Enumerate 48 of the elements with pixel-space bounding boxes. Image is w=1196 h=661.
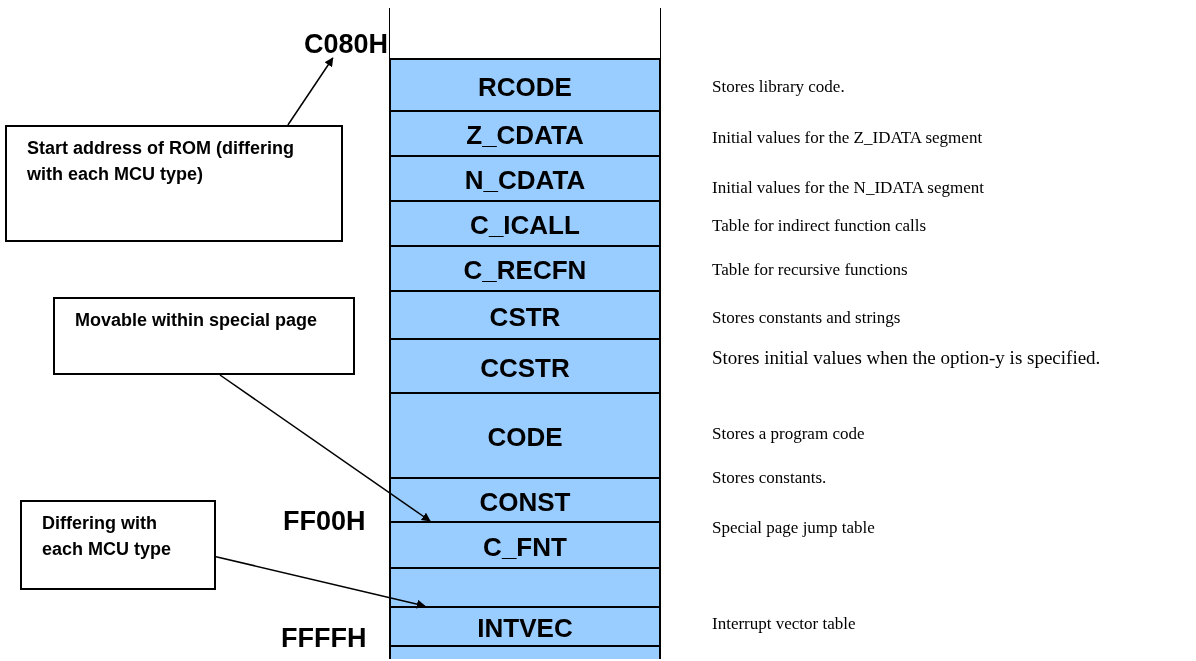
segment-name: C_FNT — [483, 530, 567, 564]
segment-description: Special page jump table — [712, 517, 876, 539]
segment-description: Stores a program code — [712, 423, 866, 445]
memory-segment — [389, 521, 661, 567]
memory-segment — [389, 110, 661, 155]
address-label: FF00H — [283, 508, 366, 535]
segment-name: CCSTR — [480, 351, 570, 385]
address-label: FFFFH — [281, 625, 367, 652]
segment-name: INTVEC — [477, 612, 573, 645]
segment-description: Initial values for the N_IDATA segment — [712, 177, 985, 199]
leader-arrow — [219, 374, 431, 522]
segment-name: C_ICALL — [470, 209, 580, 242]
segment-name: RCODE — [478, 70, 572, 104]
segment-description: Table for recursive functions — [712, 259, 909, 281]
memory-segment — [389, 58, 661, 110]
segment-description: Stores initial values when the option-y is specified. — [712, 346, 1102, 370]
segment-description: Stores library code. — [712, 76, 846, 98]
memory-segment — [389, 290, 661, 338]
callout-box — [5, 125, 343, 242]
memory-segment — [389, 567, 661, 606]
segment-name: N_CDATA — [464, 164, 586, 197]
segment-name: CODE — [487, 421, 563, 454]
segment-name: Z_CDATA — [466, 119, 584, 152]
segment-name: CSTR — [489, 300, 561, 334]
memory-segment — [389, 645, 661, 659]
callout-text: Differing with each MCU type — [42, 513, 172, 560]
segment-description: Stores constants and strings — [712, 307, 902, 329]
memory-column-top — [389, 8, 661, 58]
memory-segment — [389, 338, 661, 392]
segment-description: Stores constants. — [712, 467, 828, 489]
callout-box — [53, 297, 355, 375]
memory-segment — [389, 245, 661, 290]
memory-segment — [389, 155, 661, 200]
callout-text: Start address of ROM (differing with each MCU type) — [27, 138, 295, 185]
segment-description: Table for indirect function calls — [712, 215, 928, 237]
address-text: C080H — [303, 31, 388, 58]
leader-arrow — [287, 57, 334, 126]
segment-name: CONST — [479, 485, 571, 519]
memory-segment — [389, 477, 661, 521]
callout-text: Movable within special page — [75, 310, 318, 330]
memory-segment — [389, 606, 661, 645]
callout-box — [20, 500, 216, 590]
memory-segment — [389, 392, 661, 477]
memory-segment — [389, 200, 661, 245]
leader-arrow — [215, 555, 426, 609]
segment-description: Interrupt vector table — [712, 613, 857, 635]
segment-name: C_RECFN — [463, 254, 587, 287]
segment-description: Initial values for the Z_IDATA segment — [712, 127, 984, 149]
